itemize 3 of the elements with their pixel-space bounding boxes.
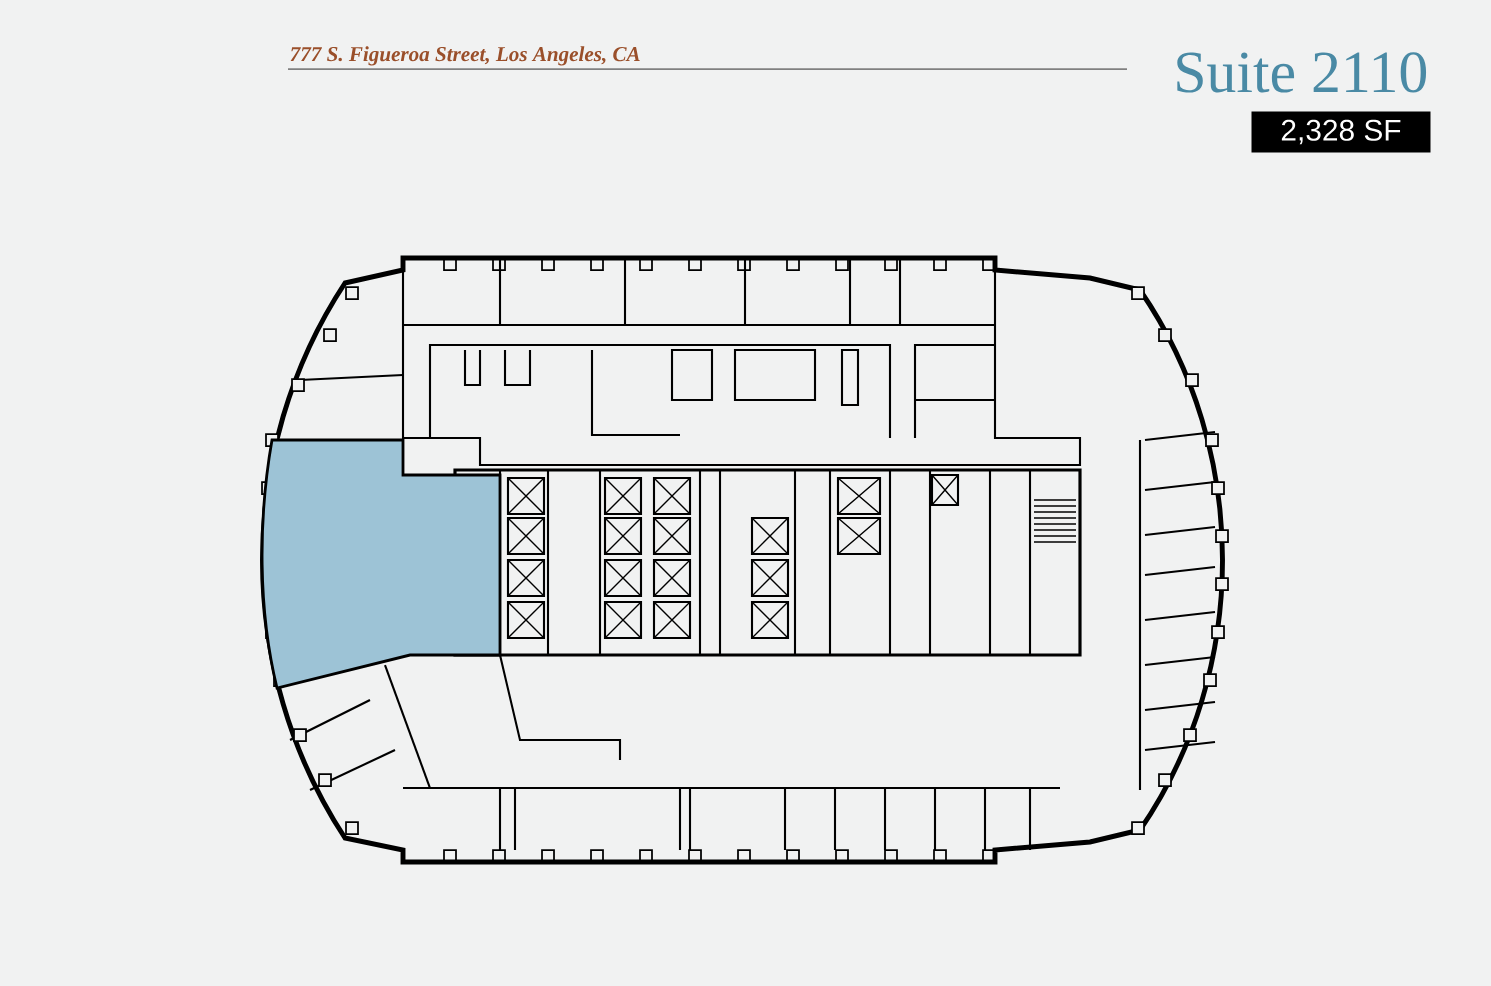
area-badge: 2,328 SF [1251, 111, 1431, 153]
address-text: 777 S. Figueroa Street, Los Angeles, CA [290, 46, 640, 66]
suite-title: Suite 2110 [1177, 52, 1427, 93]
